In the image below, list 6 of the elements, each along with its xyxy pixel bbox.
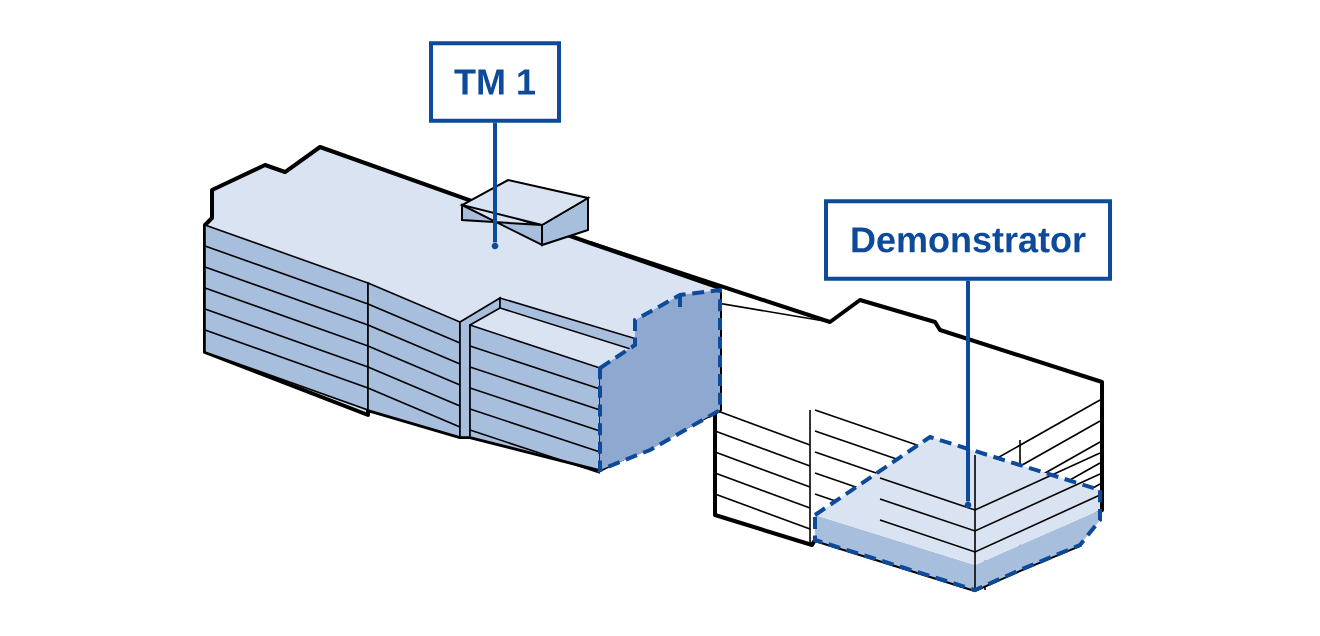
label-box: TM 1 xyxy=(429,41,561,123)
leader-line xyxy=(493,122,497,243)
label-box: Demonstrator xyxy=(824,199,1112,281)
leader-line xyxy=(966,280,970,502)
building-part xyxy=(964,501,972,509)
building-part xyxy=(491,242,499,250)
